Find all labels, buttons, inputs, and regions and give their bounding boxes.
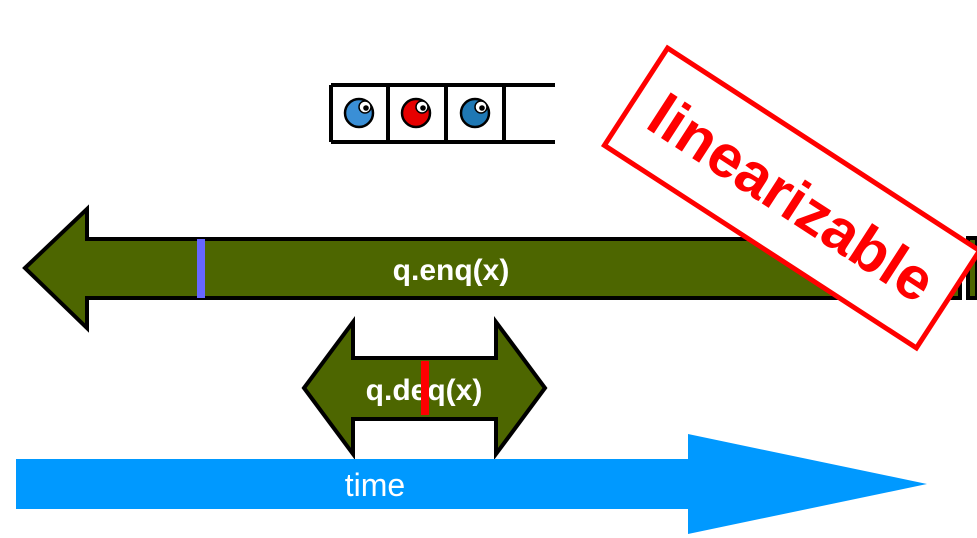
stamp-border <box>600 44 977 352</box>
time-arrow: time <box>16 434 927 534</box>
time-label: time <box>345 467 405 503</box>
deq-linearization-point <box>421 361 429 415</box>
queue-item-blue-ball <box>343 97 375 129</box>
queue-item-red-ball <box>400 97 432 129</box>
queue <box>329 83 555 144</box>
time-arrow-shape <box>16 434 927 534</box>
linearizable-stamp: linearizable <box>600 44 977 352</box>
enq-label: q.enq(x) <box>393 254 510 287</box>
queue-item-blue-ball <box>459 97 491 129</box>
enq-linearization-point <box>197 239 205 298</box>
deq-interval: q.deq(x) <box>301 315 548 461</box>
